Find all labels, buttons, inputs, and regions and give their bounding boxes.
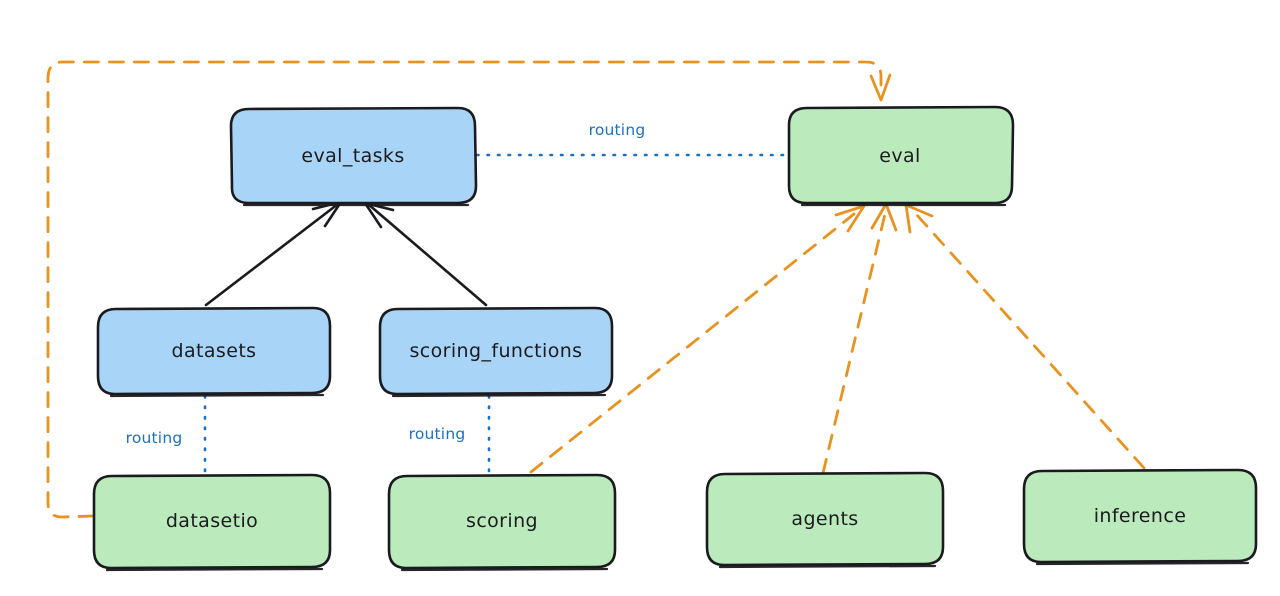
node-eval-label: eval (879, 145, 920, 167)
edge-agents-eval-line (821, 212, 887, 475)
edge-datasets-eval_tasks-line (204, 202, 340, 307)
node-datasets-label: datasets (172, 340, 257, 362)
node-scoring-label: scoring (466, 510, 538, 532)
edge-inference-eval-line (914, 212, 1146, 470)
node-datasetio[interactable]: datasetio (92, 473, 332, 572)
edge-inference-eval[interactable] (904, 203, 1146, 470)
node-scoring-functions-box (378, 306, 614, 396)
solid-edges-group (204, 200, 488, 307)
edge-scoring-eval-line (529, 212, 856, 474)
node-scoring-functions[interactable]: scoring_functions (378, 306, 614, 398)
edge-label-routing-scoring-functions: routing (409, 425, 466, 443)
node-scoring-functions-label: scoring_functions (410, 340, 583, 362)
edge-scoring_functions-eval_tasks-line (366, 202, 488, 307)
edge-datasets-eval_tasks[interactable] (204, 200, 343, 307)
node-scoring[interactable]: scoring (387, 473, 617, 572)
node-eval-tasks[interactable]: eval_tasks (229, 106, 478, 207)
edge-labels-group: routing routing routing (126, 121, 646, 447)
node-inference-box (1022, 468, 1258, 564)
edge-datasetio-eval[interactable] (46, 60, 892, 519)
node-eval[interactable]: eval (787, 105, 1015, 207)
node-datasets-box (96, 306, 332, 396)
node-datasets-shadow (109, 393, 325, 398)
node-datasets[interactable]: datasets (96, 306, 332, 398)
node-datasetio-shadow (105, 567, 324, 572)
nodes-group: eval_tasks eval datasets scoring_functio… (92, 105, 1258, 572)
node-agents-label: agents (791, 508, 858, 530)
node-eval-tasks-label: eval_tasks (301, 145, 404, 167)
node-inference[interactable]: inference (1022, 468, 1258, 566)
node-datasetio-label: datasetio (166, 510, 258, 532)
node-eval-tasks-box (229, 106, 478, 205)
edge-datasetio-eval-arrowhead (869, 73, 892, 102)
routing-edges-group (203, 153, 788, 474)
edge-label-routing-eval-tasks: routing (589, 121, 646, 139)
edge-label-routing-datasets: routing (126, 429, 183, 447)
node-scoring-shadow (400, 567, 609, 572)
node-inference-label: inference (1094, 505, 1187, 527)
node-agents[interactable]: agents (705, 471, 945, 569)
node-inference-shadow (1035, 561, 1250, 566)
node-scoring-box (387, 473, 617, 570)
node-datasetio-box (92, 473, 332, 570)
node-agents-shadow (718, 564, 937, 569)
node-eval-box (787, 105, 1015, 205)
edge-scoring_functions-eval_tasks[interactable] (363, 201, 488, 307)
node-agents-box (705, 471, 945, 567)
node-scoring-functions-shadow (391, 393, 607, 398)
edge-agents-eval[interactable] (821, 202, 898, 475)
